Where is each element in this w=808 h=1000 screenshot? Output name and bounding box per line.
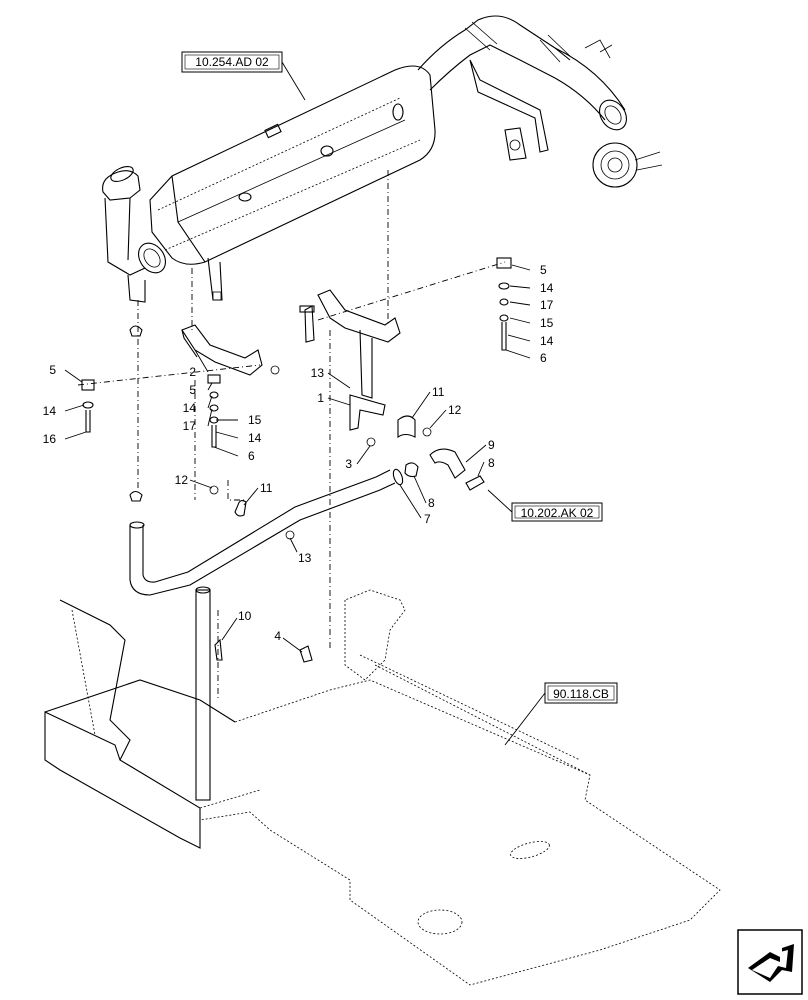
callout-14-right-b: 14 (540, 334, 554, 348)
callout-5-left: 5 (49, 363, 56, 377)
callout-2: 2 (189, 365, 196, 379)
callout-12-upper: 12 (448, 403, 462, 417)
callout-8-right: 8 (488, 456, 495, 470)
callout-1: 1 (317, 391, 324, 405)
callout-9: 9 (488, 438, 495, 452)
callout-15-mid: 15 (248, 413, 262, 427)
reference-bracket[interactable]: 10.202.AK 02 (487, 489, 603, 522)
callout-7: 7 (424, 512, 431, 526)
callout-8-left: 8 (428, 496, 435, 510)
callout-leaders (64, 264, 531, 653)
reference-muffler-text: 10.254.AD 02 (195, 55, 269, 69)
callout-6-right: 6 (540, 351, 547, 365)
reference-bracket-text: 10.202.AK 02 (521, 506, 594, 520)
reference-frame[interactable]: 90.118.CB (504, 682, 618, 746)
callout-13-lower: 13 (298, 551, 312, 565)
callout-5-mid: 5 (189, 383, 196, 397)
alignment-lines (77, 170, 506, 700)
callout-14-mid-b: 14 (248, 431, 262, 445)
callout-16-left: 16 (43, 432, 57, 446)
exhaust-tube (129, 448, 485, 596)
arrow-box-icon[interactable] (737, 929, 803, 995)
callout-14-left: 14 (43, 404, 57, 418)
right-hardware (496, 257, 512, 351)
center-bracket (299, 289, 432, 447)
callout-15-right: 15 (540, 316, 554, 330)
callout-5-right: 5 (540, 263, 547, 277)
callout-10: 10 (238, 609, 252, 623)
reference-muffler[interactable]: 10.254.AD 02 (181, 51, 306, 101)
callout-13-upper: 13 (311, 366, 325, 380)
callout-14-right-a: 14 (540, 281, 554, 295)
callout-17-mid: 17 (183, 419, 197, 433)
left-bracket (81, 324, 280, 502)
callout-11-upper: 11 (432, 385, 445, 399)
callout-6-mid: 6 (248, 449, 255, 463)
callout-11-lower: 11 (260, 481, 273, 495)
muffler-assembly (102, 15, 663, 303)
frame-floor (44, 586, 721, 986)
callout-14-mid-a: 14 (183, 401, 197, 415)
callout-17-right: 17 (540, 298, 554, 312)
callout-12-lower: 12 (175, 473, 189, 487)
callout-4: 4 (274, 629, 281, 643)
callout-3: 3 (345, 457, 352, 471)
reference-frame-text: 90.118.CB (553, 687, 609, 701)
callout-labels: 5 14 17 15 14 6 2 5 14 17 15 14 6 5 14 1… (43, 263, 554, 643)
